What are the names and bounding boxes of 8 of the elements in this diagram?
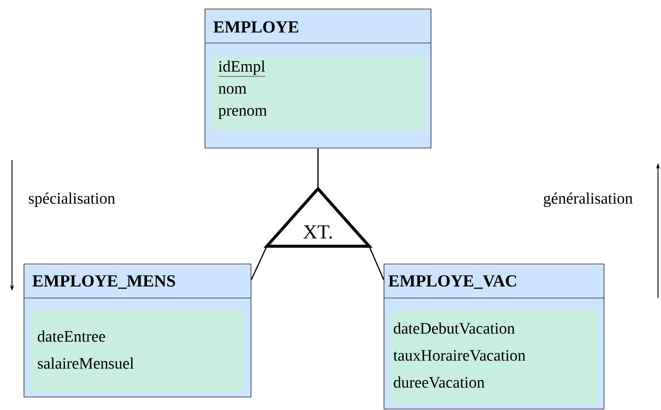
- direction-label: généralisation: [544, 192, 633, 208]
- entity-box: EMPLOYE idEmpl nom prenom: [204, 8, 432, 148]
- connector-line: [250, 246, 268, 280]
- connector-line: [368, 246, 384, 280]
- entity-box: EMPLOYE_VAC dateDebutVacation tauxHoraireVacation dureeVacation: [384, 264, 604, 410]
- direction-label: spécialisation: [28, 192, 116, 207]
- connector-line: [317, 148, 319, 189]
- entity-box: EMPLOYE_MENS dateEntree salaireMensuel: [24, 264, 252, 398]
